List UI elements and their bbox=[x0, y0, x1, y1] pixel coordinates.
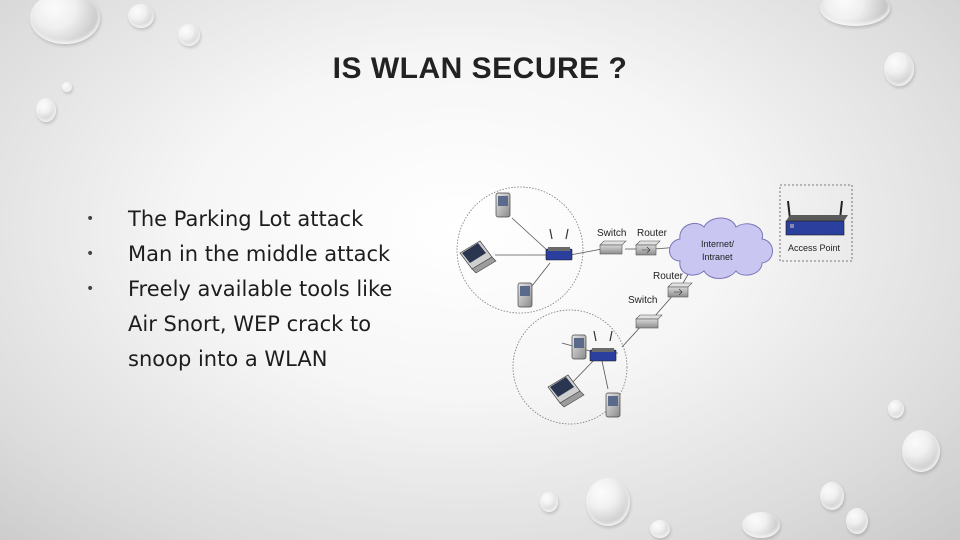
slide-title: IS WLAN SECURE ? bbox=[332, 52, 628, 85]
bullet-item: • Freely available tools like Air Snort,… bbox=[84, 272, 424, 377]
router-icon bbox=[545, 228, 573, 261]
switch-icon bbox=[635, 314, 663, 329]
access-point-icon bbox=[785, 200, 848, 236]
switch-icon bbox=[599, 240, 627, 255]
water-drop bbox=[30, 0, 100, 44]
label-router-top: Router bbox=[637, 228, 668, 239]
water-drop bbox=[820, 482, 844, 510]
router-icon bbox=[589, 330, 617, 362]
water-drop bbox=[586, 478, 630, 526]
water-drop bbox=[820, 0, 890, 26]
pda-icon bbox=[571, 334, 587, 360]
bullet-item: • The Parking Lot attack bbox=[84, 202, 424, 237]
bullet-text: The Parking Lot attack bbox=[128, 207, 364, 231]
water-drop bbox=[178, 24, 200, 46]
water-drop bbox=[888, 400, 904, 418]
laptop-icon bbox=[547, 374, 585, 408]
bullet-list: • The Parking Lot attack • Man in the mi… bbox=[84, 202, 424, 377]
network-diagram: Switch Router Internet/ Intranet Router … bbox=[456, 184, 853, 425]
pda-icon bbox=[605, 392, 621, 418]
bullet-item: • Man in the middle attack bbox=[84, 237, 424, 272]
bullet-text: Freely available tools like Air Snort, W… bbox=[128, 277, 393, 371]
label-switch-lower: Switch bbox=[628, 295, 657, 306]
water-drop bbox=[884, 52, 914, 86]
water-drop bbox=[650, 520, 670, 538]
pda-icon bbox=[495, 192, 511, 218]
access-point-frame bbox=[779, 184, 853, 262]
bullet-text: Man in the middle attack bbox=[128, 242, 391, 266]
router-icon bbox=[635, 240, 661, 256]
water-drop bbox=[540, 492, 558, 512]
cloud-icon bbox=[669, 217, 773, 279]
water-drop bbox=[902, 430, 940, 472]
coverage-circle-bottom bbox=[512, 309, 628, 425]
label-cloud-line1: Internet/ bbox=[701, 239, 735, 249]
router-icon bbox=[667, 282, 693, 298]
label-cloud-line2: Intranet bbox=[702, 252, 733, 262]
water-drop bbox=[128, 4, 154, 28]
water-drop bbox=[846, 508, 868, 534]
water-drop bbox=[36, 98, 56, 122]
water-drop bbox=[742, 512, 780, 538]
label-switch-top: Switch bbox=[597, 228, 626, 239]
bullet-marker: • bbox=[86, 246, 95, 262]
bullet-marker: • bbox=[86, 211, 95, 227]
laptop-icon bbox=[459, 240, 497, 274]
bullet-marker: • bbox=[86, 281, 95, 297]
label-access-point: Access Point bbox=[788, 243, 841, 253]
water-drop bbox=[62, 82, 72, 92]
pda-icon bbox=[517, 282, 533, 308]
label-router-lower: Router bbox=[653, 271, 684, 282]
coverage-circle-top bbox=[456, 186, 584, 314]
